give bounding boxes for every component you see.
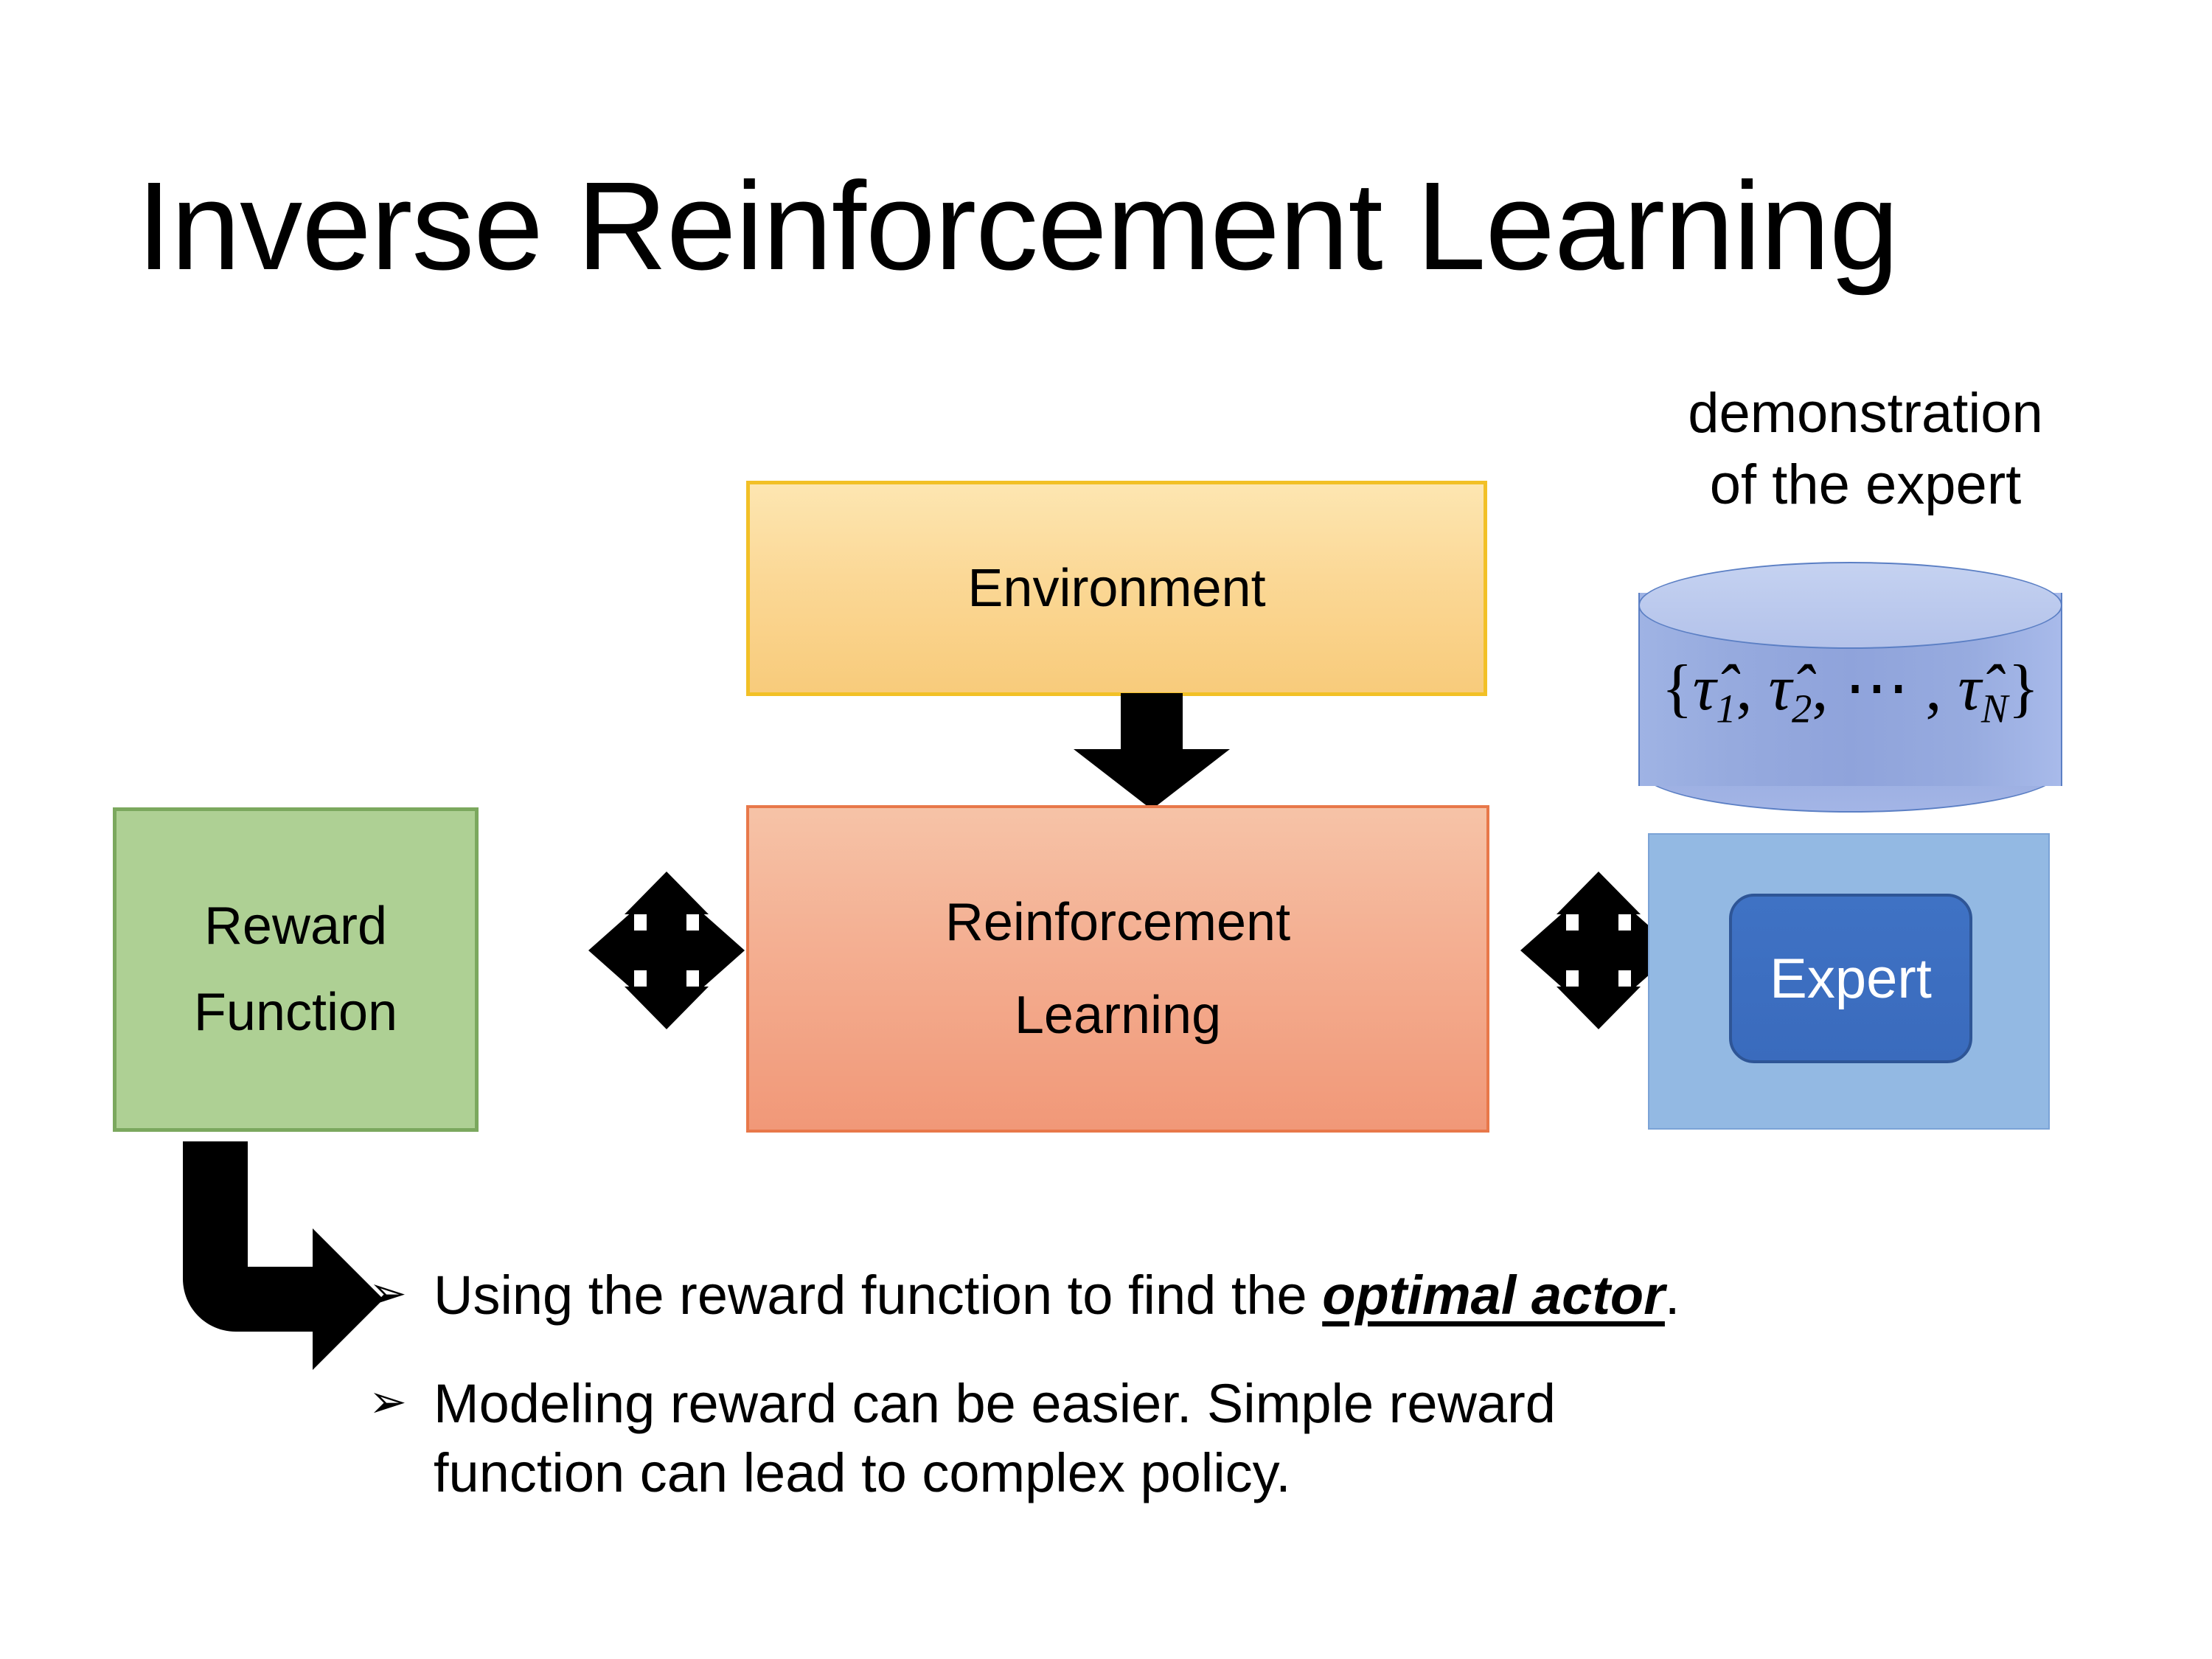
environment-label: Environment bbox=[967, 559, 1266, 618]
bullet-arrow-icon: ➢ bbox=[369, 1376, 407, 1427]
expert-node: Expert bbox=[1729, 894, 1972, 1063]
environment-node: Environment bbox=[746, 481, 1487, 696]
rl-label: Reinforcement Learning bbox=[945, 876, 1290, 1062]
bullet-item-1: ➢ Using the reward function to find the … bbox=[369, 1261, 2138, 1331]
reward-to-bullet-bent-arrow bbox=[183, 1141, 383, 1370]
formula-tau-2: τ̂ bbox=[1768, 653, 1792, 724]
trajectory-set-formula: {τ̂1, τ̂2, ⋯ , τ̂N} bbox=[1638, 649, 2062, 731]
bullet-2-line1: Modeling reward can be easier. Simple re… bbox=[434, 1372, 1556, 1434]
formula-tau-n: τ̂ bbox=[1958, 653, 1981, 724]
expert-label: Expert bbox=[1770, 947, 1932, 1010]
page-title: Inverse Reinforcement Learning bbox=[136, 156, 1899, 296]
formula-close-brace: } bbox=[2008, 653, 2039, 724]
rl-expert-quad-arrow bbox=[1520, 872, 1677, 1029]
formula-tau-1: τ̂ bbox=[1692, 653, 1717, 724]
demonstration-caption-line1: demonstration bbox=[1688, 382, 2043, 445]
formula-sep-2: , ⋯ , bbox=[1812, 653, 1958, 724]
bullet-1-text-before: Using the reward function to find the bbox=[434, 1265, 1323, 1326]
reinforcement-learning-node: Reinforcement Learning bbox=[746, 805, 1489, 1133]
formula-sub-1: 1 bbox=[1716, 686, 1736, 731]
bullet-2-text: Modeling reward can be easier. Simple re… bbox=[434, 1369, 2138, 1509]
demonstration-caption-line2: of the expert bbox=[1709, 453, 2022, 517]
environment-to-rl-arrow bbox=[1074, 693, 1230, 810]
reward-rl-quad-arrow bbox=[588, 872, 745, 1029]
reward-function-node: Reward Function bbox=[113, 807, 479, 1132]
demonstration-caption: demonstration of the expert bbox=[1644, 378, 2087, 521]
reward-label: Reward Function bbox=[116, 883, 475, 1055]
formula-sub-n: N bbox=[1980, 686, 2008, 731]
formula-sub-2: 2 bbox=[1792, 686, 1812, 731]
cylinder-top-ellipse bbox=[1638, 562, 2062, 649]
bullet-list: ➢ Using the reward function to find the … bbox=[369, 1261, 2138, 1509]
bullet-2-line2: function can lead to complex policy. bbox=[434, 1442, 1291, 1504]
bullet-1-text-after: . bbox=[1664, 1265, 1680, 1326]
bullet-arrow-icon: ➢ bbox=[369, 1268, 407, 1319]
bullet-1-text: Using the reward function to find the op… bbox=[434, 1261, 2138, 1331]
rl-label-line1: Reinforcement bbox=[945, 893, 1291, 952]
bullet-1-emphasis: optimal actor bbox=[1322, 1265, 1665, 1326]
formula-open-brace: { bbox=[1661, 653, 1693, 724]
reward-label-line1: Reward bbox=[204, 897, 388, 956]
demonstration-cylinder bbox=[1638, 562, 2062, 816]
formula-sep-1: , bbox=[1736, 653, 1769, 724]
reward-label-line2: Function bbox=[193, 983, 398, 1042]
bullet-item-2: ➢ Modeling reward can be easier. Simple … bbox=[369, 1369, 2138, 1509]
rl-label-line2: Learning bbox=[1014, 986, 1222, 1045]
